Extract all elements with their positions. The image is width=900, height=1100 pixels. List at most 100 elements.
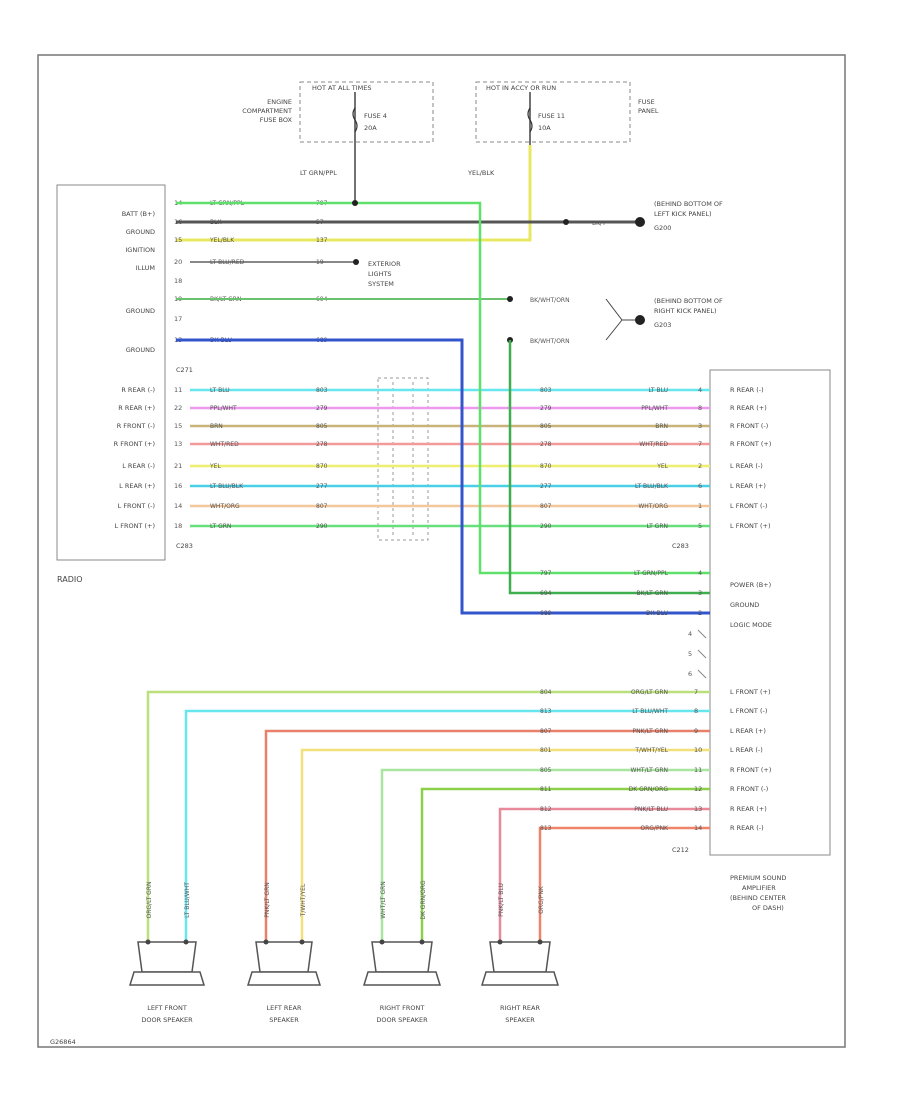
amp-spare-pins: 456 bbox=[688, 629, 707, 679]
amp-output-label: L REAR (+) bbox=[730, 727, 766, 735]
amp-pin: 2 bbox=[698, 609, 702, 617]
pin-marker bbox=[697, 649, 707, 659]
radio-unit: RADIO C271 C283 BATT (B+) GROUND IGNITIO… bbox=[56, 184, 193, 584]
circuit-number: 277 bbox=[316, 483, 328, 490]
svg-text:POWER (B+): POWER (B+) bbox=[730, 581, 771, 589]
circuit-number: 813 bbox=[540, 708, 552, 715]
output-wire bbox=[300, 748, 710, 940]
radio-pin: 22 bbox=[174, 404, 182, 412]
circuit-number: 804 bbox=[540, 689, 552, 696]
circuit-number: 278 bbox=[316, 441, 328, 448]
ground-g200-icon bbox=[635, 217, 645, 227]
circuit-number: 803 bbox=[316, 387, 328, 394]
wire-color-label: ORG/PNK bbox=[640, 825, 669, 832]
figure-id: G26864 bbox=[50, 1038, 76, 1046]
circuit-number: 807 bbox=[316, 503, 328, 510]
svg-text:RIGHT KICK PANEL): RIGHT KICK PANEL) bbox=[654, 307, 717, 315]
speaker-name: SPEAKER bbox=[269, 1016, 299, 1024]
svg-text:BK/WHT/ORN: BK/WHT/ORN bbox=[530, 338, 570, 345]
circuit-number: 277 bbox=[540, 483, 552, 490]
svg-text:COMPARTMENT: COMPARTMENT bbox=[242, 107, 292, 115]
wire-color-label: DK GRN/ORG bbox=[420, 880, 427, 920]
radio-pin: 21 bbox=[174, 462, 182, 470]
ign-feed-wire-label: YEL/BLK bbox=[467, 169, 495, 177]
wire-color-label: LT BLU/BLK bbox=[210, 483, 244, 490]
pin-marker bbox=[697, 669, 707, 679]
wire-color-label: T/WHT/YEL bbox=[634, 747, 668, 754]
circuit-number: 801 bbox=[540, 747, 552, 754]
wire-color-label: ORG/LT GRN bbox=[631, 689, 668, 696]
speaker-icon bbox=[489, 941, 551, 973]
amp-pin: 4 bbox=[698, 386, 702, 394]
wire-color-label: PNK/LT GRN bbox=[264, 882, 271, 917]
radio-speaker-labels: R REAR (-)R REAR (+)R FRONT (-)R FRONT (… bbox=[114, 386, 155, 530]
amp-pin: 6 bbox=[698, 482, 702, 490]
svg-text:LOGIC MODE: LOGIC MODE bbox=[730, 621, 772, 629]
terminal bbox=[299, 939, 305, 945]
circuit-number: 137 bbox=[316, 237, 328, 244]
svg-text:LIGHTS: LIGHTS bbox=[368, 270, 392, 278]
wire-color-label: ORG/PNK bbox=[538, 885, 545, 914]
ground-g203-icon bbox=[635, 315, 645, 325]
radio-pin: 18 bbox=[174, 277, 182, 285]
circuit-number: 279 bbox=[316, 405, 328, 412]
speaker-base bbox=[128, 971, 206, 986]
amp-input-label: L FRONT (-) bbox=[730, 502, 767, 510]
svg-text:FUSE: FUSE bbox=[638, 98, 655, 106]
panel-fuse-header: HOT IN ACCY OR RUN bbox=[486, 84, 556, 92]
amp-pin: 1 bbox=[698, 502, 702, 510]
circuit-number: 811 bbox=[540, 786, 552, 793]
output-wire bbox=[380, 768, 710, 940]
svg-text:GROUND: GROUND bbox=[730, 601, 759, 609]
amp-input-label: L REAR (+) bbox=[730, 482, 766, 490]
amp-pin: 7 bbox=[694, 688, 698, 696]
radio-speaker-label: L REAR (+) bbox=[119, 482, 155, 490]
output-wire bbox=[184, 709, 710, 940]
amp-pin: 8 bbox=[698, 404, 702, 412]
circuit-number: 290 bbox=[540, 523, 552, 530]
radio-speaker-label: R FRONT (-) bbox=[117, 422, 155, 430]
svg-text:GROUND: GROUND bbox=[126, 346, 155, 354]
amp-pin: 5 bbox=[698, 522, 702, 530]
svg-text:GROUND: GROUND bbox=[126, 307, 155, 315]
wire-color-label: WHT/LT GRN bbox=[380, 881, 387, 919]
svg-text:C283: C283 bbox=[672, 542, 689, 550]
speaker-base bbox=[246, 971, 322, 986]
amp-pin: 3 bbox=[698, 422, 702, 430]
svg-text:(BEHIND BOTTOM OF: (BEHIND BOTTOM OF bbox=[654, 297, 723, 305]
diagram-frame bbox=[37, 54, 846, 1048]
wire-color-label: DK GRN/ORG bbox=[629, 786, 669, 793]
circuit-number: 290 bbox=[316, 523, 328, 530]
wire-color-label: LT GRN bbox=[647, 523, 668, 530]
svg-text:(BEHIND CENTER: (BEHIND CENTER bbox=[730, 894, 786, 902]
wire-color-label: LT GRN/PPL bbox=[634, 570, 669, 577]
fuse-11-icon bbox=[527, 107, 533, 133]
svg-text:SYSTEM: SYSTEM bbox=[368, 280, 394, 288]
output-wire bbox=[420, 787, 710, 940]
circuit-number: 689 bbox=[540, 610, 552, 617]
amp-input-label: R FRONT (-) bbox=[730, 422, 768, 430]
wire-color-label: LT BLU/BLK bbox=[635, 483, 669, 490]
svg-text:G200: G200 bbox=[654, 224, 671, 232]
amp-input-label: R REAR (+) bbox=[730, 404, 767, 412]
svg-text:BK/WHT/ORN: BK/WHT/ORN bbox=[530, 297, 570, 304]
svg-text:ENGINE: ENGINE bbox=[267, 98, 292, 106]
circuit-number: 813 bbox=[540, 825, 552, 832]
panel-fuse-amp: 10A bbox=[538, 124, 551, 132]
amp-output-label: R FRONT (-) bbox=[730, 785, 768, 793]
panel-fuse-name: FUSE 11 bbox=[538, 112, 565, 120]
circuit-number: 807 bbox=[540, 503, 552, 510]
speaker-icon bbox=[137, 941, 197, 973]
radio-pin: 11 bbox=[174, 386, 182, 394]
engine-fuse-header: HOT AT ALL TIMES bbox=[312, 84, 372, 92]
amplifier-unit: C283 C212 PREMIUM SOUND AMPLIFIER (BEHIN… bbox=[672, 369, 831, 912]
amp-pin: 12 bbox=[694, 785, 702, 793]
speaker-name: RIGHT FRONT bbox=[380, 1004, 425, 1012]
svg-text:C212: C212 bbox=[672, 846, 689, 854]
radio-pin: 17 bbox=[174, 315, 182, 323]
